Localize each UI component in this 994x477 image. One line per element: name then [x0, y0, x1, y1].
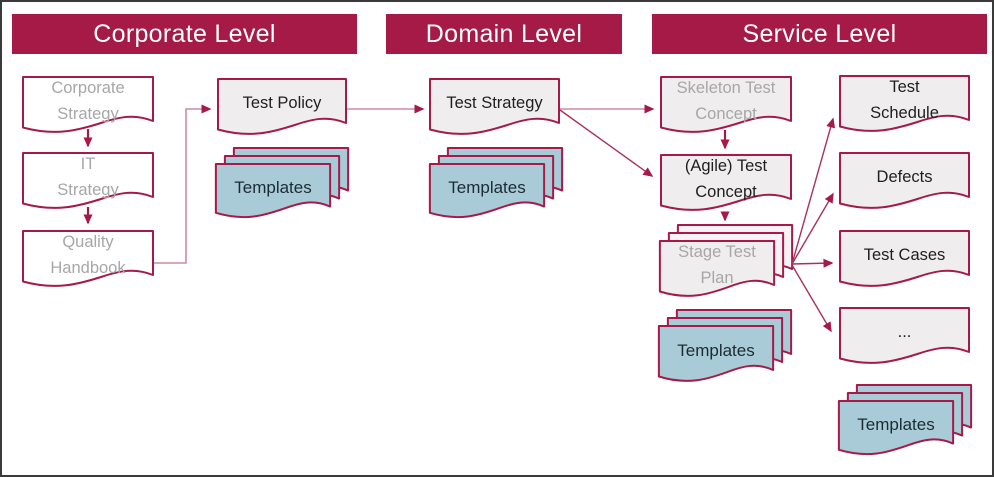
document-shape — [22, 76, 154, 138]
connector-quality-handbook-to-test-policy — [154, 104, 212, 264]
doc-label: Templates — [677, 340, 755, 360]
doc-test-policy: Test Policy — [217, 78, 347, 140]
doc-label: Templates — [234, 177, 312, 197]
header-domain-level: Domain Level — [386, 14, 622, 54]
doc-templates-service-right: Templates — [838, 400, 954, 460]
stack-stage-test-plan: Stage Test Plan — [659, 224, 793, 304]
document-shape — [429, 163, 545, 223]
doc-label: Corporate Strategy — [51, 79, 125, 123]
doc-stage-test-plan: Stage Test Plan — [659, 240, 775, 302]
doc-it-strategy: IT Strategy — [22, 152, 154, 214]
doc-label: Test Strategy — [446, 94, 543, 113]
doc-corporate-strategy: Corporate Strategy — [22, 76, 154, 138]
document-shape — [839, 152, 970, 214]
document-shape — [659, 240, 775, 302]
doc-templates-corporate: Templates — [215, 163, 331, 223]
document-shape — [839, 230, 970, 292]
document-shape — [217, 78, 347, 140]
doc-label: Test Cases — [863, 246, 946, 265]
document-shape — [215, 163, 331, 223]
doc-label: Test Policy — [242, 94, 322, 113]
doc-label: Defects — [876, 168, 933, 187]
doc-label: Quality Handbook — [50, 233, 126, 277]
connector-stage-to-test-cases — [791, 258, 834, 268]
header-service-level: Service Level — [652, 14, 987, 54]
doc-test-strategy: Test Strategy — [429, 78, 560, 140]
stack-templates-domain: Templates — [429, 147, 563, 225]
doc-label: (Agile) Test Concept — [684, 157, 768, 201]
connector-stage-to-defects — [791, 192, 834, 265]
document-shape — [838, 400, 954, 460]
doc-label: Templates — [448, 177, 526, 197]
doc-more: ... — [839, 307, 970, 369]
doc-label: IT Strategy — [57, 155, 119, 199]
doc-templates-domain: Templates — [429, 163, 545, 223]
doc-label: Test Schedule — [870, 78, 939, 122]
doc-defects: Defects — [839, 152, 970, 214]
connector-stage-to-more — [791, 264, 832, 333]
document-shape — [660, 76, 792, 138]
document-shape — [839, 307, 970, 369]
doc-test-cases: Test Cases — [839, 230, 970, 292]
document-shape — [839, 75, 970, 137]
doc-label: ... — [897, 323, 912, 342]
header-corporate-level: Corporate Level — [12, 14, 357, 54]
stack-templates-corporate: Templates — [215, 147, 349, 225]
doc-skeleton-test-concept: Skeleton Test Concept — [660, 76, 792, 138]
doc-agile-test-concept: (Agile) Test Concept — [660, 154, 792, 216]
connector-stage-to-test-schedule — [791, 117, 836, 265]
doc-label: Stage Test Plan — [678, 243, 756, 287]
connector-test-strategy-to-agile — [559, 109, 654, 177]
stack-templates-service: Templates — [658, 309, 792, 389]
doc-test-schedule: Test Schedule — [839, 75, 970, 137]
doc-label: Skeleton Test Concept — [676, 79, 776, 123]
doc-label: Templates — [857, 414, 935, 434]
doc-templates-service: Templates — [658, 325, 774, 387]
document-shape — [429, 78, 560, 140]
stack-templates-service-right: Templates — [838, 384, 972, 462]
document-shape — [22, 152, 154, 214]
doc-quality-handbook: Quality Handbook — [22, 230, 154, 292]
document-shape — [660, 154, 792, 216]
document-shape — [22, 230, 154, 292]
document-shape — [658, 325, 774, 387]
